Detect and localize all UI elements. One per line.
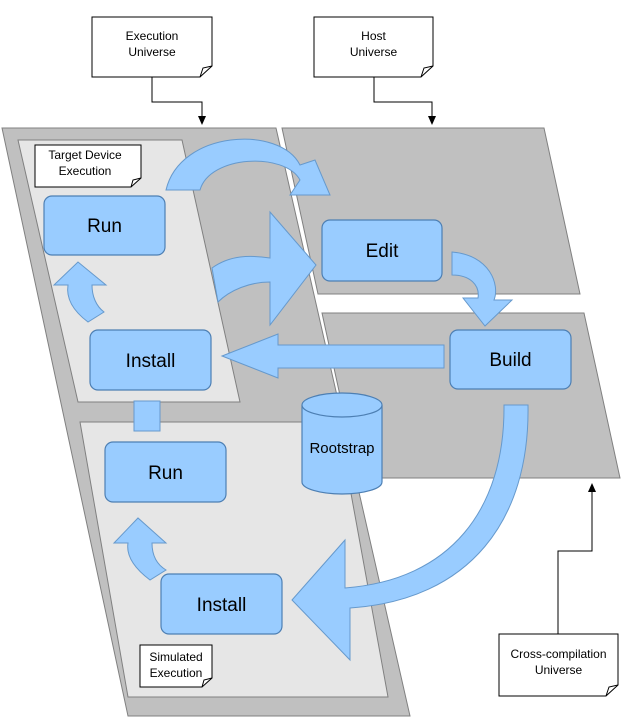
curved-arrow-top (165, 138, 331, 196)
cross-compilation-note: Cross-compilation Universe (498, 633, 619, 697)
host-universe-line1: Host (361, 29, 386, 43)
edit-box: Edit (321, 219, 443, 282)
execution-universe-note: Execution Universe (91, 16, 213, 78)
run-sim-box: Run (104, 441, 227, 503)
arrow-install-to-run-sim (112, 517, 168, 581)
cross-compilation-line2: Universe (535, 663, 583, 677)
build-label: Build (489, 350, 531, 371)
simulated-line1: Simulated (149, 650, 202, 664)
host-universe-line2: Universe (350, 45, 398, 59)
install-target-label: Install (126, 351, 176, 372)
execution-universe-pointer (151, 77, 206, 125)
rootstrap-label: Rootstrap (309, 440, 374, 457)
simulated-line2: Execution (150, 666, 203, 680)
host-universe-note: Host Universe (313, 16, 434, 78)
arrow-build-to-sim-install (291, 404, 529, 662)
build-box: Build (449, 329, 572, 390)
run-target-label: Run (87, 216, 122, 237)
target-device-line2: Execution (59, 164, 112, 178)
install-target-box: Install (89, 329, 212, 391)
execution-universe-line2: Universe (128, 45, 176, 59)
arrow-build-to-install (220, 333, 445, 379)
arrow-install-to-run-target (52, 261, 108, 323)
rootstrap-database: Rootstrap (301, 392, 383, 495)
arrow-run-to-edit (211, 210, 317, 327)
simulated-note: Simulated Execution (139, 644, 213, 688)
run-target-box: Run (43, 195, 166, 256)
target-device-line1: Target Device (48, 148, 122, 162)
install-sim-box: Install (160, 573, 283, 635)
panel-connector (133, 400, 161, 432)
host-universe-pointer (373, 77, 436, 125)
execution-universe-line1: Execution (126, 29, 179, 43)
install-sim-label: Install (197, 595, 247, 616)
target-device-note: Target Device Execution (34, 144, 142, 188)
run-sim-label: Run (148, 463, 183, 484)
arrow-edit-to-build (451, 251, 514, 327)
cross-compilation-line1: Cross-compilation (510, 647, 606, 661)
cross-compilation-pointer (557, 483, 596, 634)
edit-label: Edit (366, 241, 399, 262)
